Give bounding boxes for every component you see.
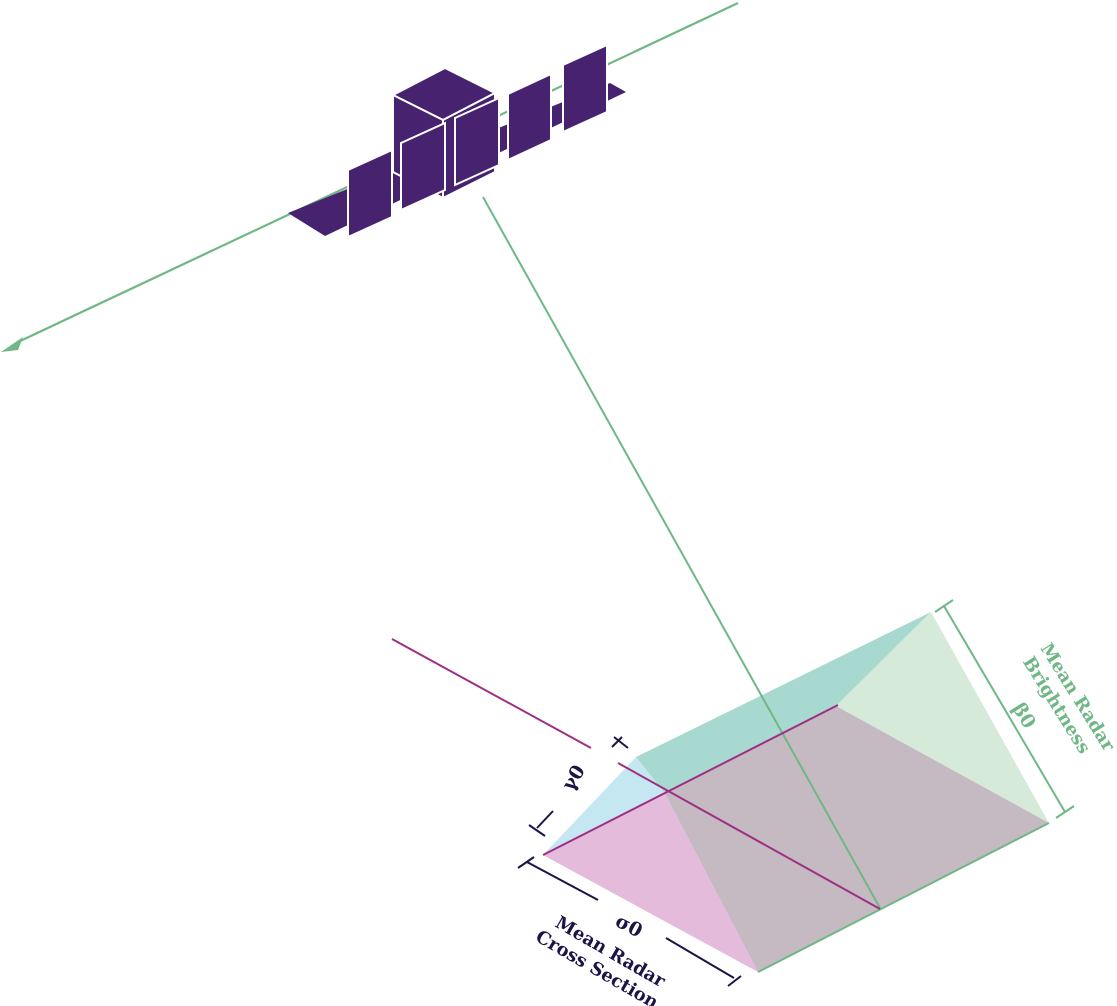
incidence-diagonal-line xyxy=(542,704,839,856)
sigma-bracket xyxy=(517,856,742,987)
beta-plane-mint xyxy=(836,612,1049,823)
solar-panel xyxy=(507,72,552,162)
gamma-plane-cyan xyxy=(543,757,664,855)
sigma-symbol: σ0 xyxy=(612,910,646,942)
solar-panel xyxy=(454,96,500,187)
radar-beam-line xyxy=(482,196,881,909)
gamma-bracket xyxy=(528,736,629,837)
solar-panel xyxy=(400,121,446,212)
plane-bottom-edge xyxy=(757,822,1050,973)
solar-panel xyxy=(562,43,608,134)
overlap-plane-mauve xyxy=(664,706,1049,972)
sigma-plane-pink xyxy=(543,792,758,972)
satellite-icon xyxy=(288,43,626,239)
gamma-plane-teal xyxy=(636,612,931,792)
flight-direction-arrowhead xyxy=(1,337,23,352)
beta-bracket xyxy=(934,599,1075,819)
incidence-line-upper xyxy=(391,638,592,749)
gamma-symbol: γ0 xyxy=(558,761,590,795)
solar-panel xyxy=(347,148,393,239)
incidence-line-lower xyxy=(617,762,881,910)
beta-symbol: β0 xyxy=(1008,699,1040,733)
